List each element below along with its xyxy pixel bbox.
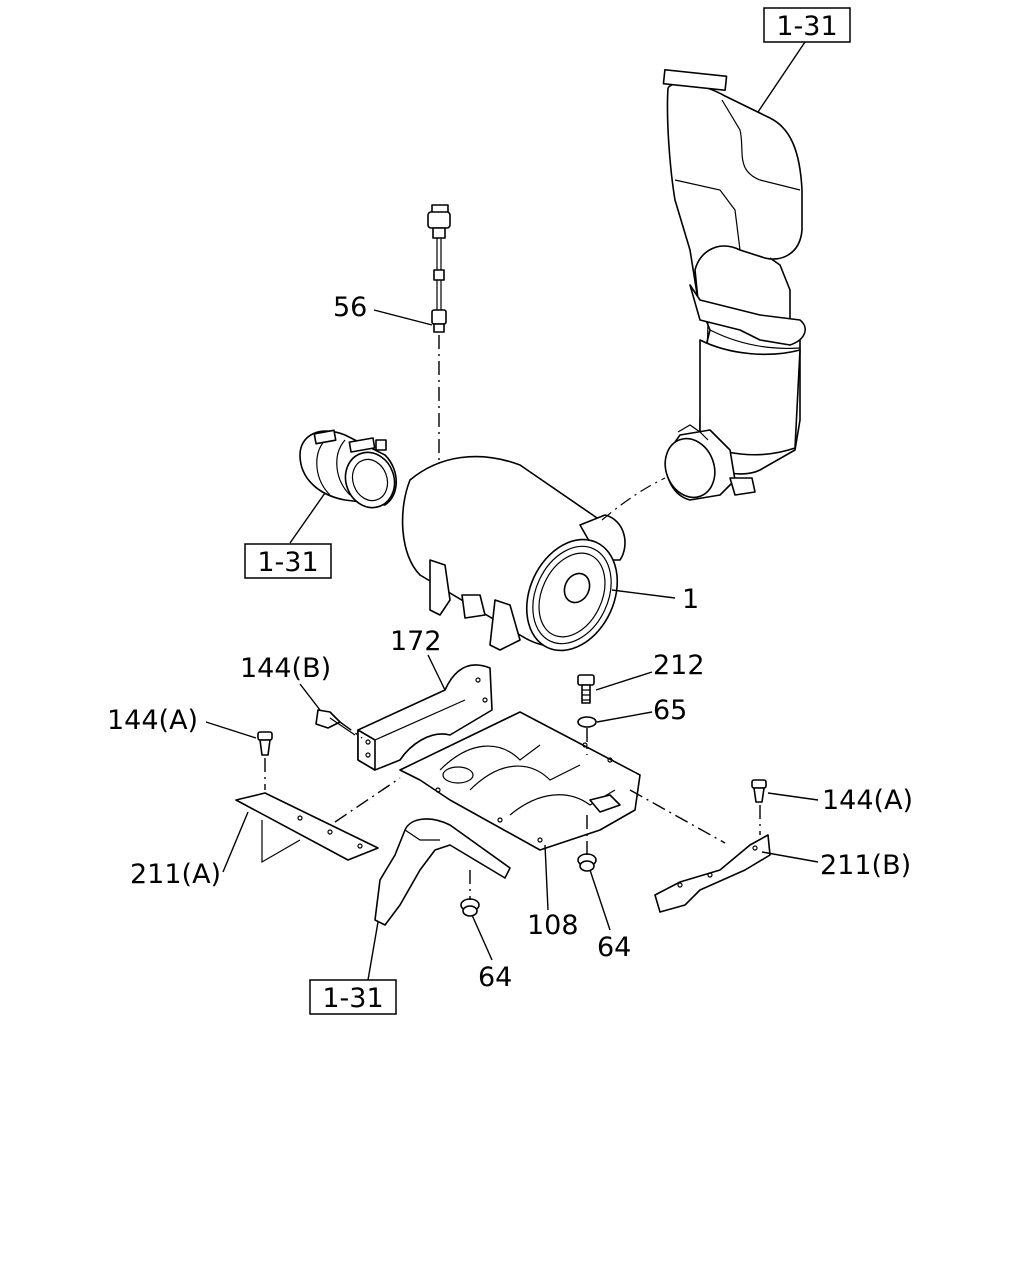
ref-box-bottom: 1-31 [309, 979, 397, 1015]
washer-65 [577, 716, 597, 728]
clip-144b [315, 709, 356, 736]
sensor-56 [427, 204, 451, 333]
ref-box-left: 1-31 [244, 543, 332, 579]
label-211b: 211(B) [820, 850, 911, 881]
bolt-212 [577, 674, 595, 704]
dash-144b [339, 721, 363, 739]
duct-bottom [374, 818, 511, 926]
hose-clamp-left [299, 429, 397, 509]
label-65: 65 [653, 695, 687, 726]
dash-211a [334, 777, 401, 823]
svg-text:1-31: 1-31 [257, 547, 318, 578]
plate-211b [654, 834, 771, 913]
label-144a-left: 144(A) [107, 705, 198, 736]
ref-box-top: 1-31 [763, 7, 851, 43]
tray-108 [399, 711, 641, 851]
label-108: 108 [527, 910, 579, 941]
label-172: 172 [390, 626, 442, 657]
label-64-bottom: 64 [478, 962, 512, 993]
intake-duct [662, 68, 806, 501]
leader-lines [205, 41, 819, 981]
label-144b: 144(B) [240, 653, 331, 684]
dash-211b [629, 789, 726, 844]
clip-144a-left [257, 731, 273, 756]
label-56: 56 [333, 292, 367, 323]
svg-text:1-31: 1-31 [776, 11, 837, 42]
label-212: 212 [653, 650, 705, 681]
clip-144a-right [751, 779, 767, 803]
air-cleaner-1 [401, 455, 666, 652]
nut-64-mid [577, 853, 597, 872]
svg-text:1-31: 1-31 [322, 983, 383, 1014]
label-64-mid: 64 [597, 932, 631, 963]
label-211a: 211(A) [130, 859, 221, 890]
label-1: 1 [682, 584, 699, 615]
bracket-172 [357, 664, 493, 771]
nut-64-bottom [460, 898, 480, 917]
plate-211a [235, 792, 379, 864]
label-144a-right: 144(A) [822, 785, 913, 816]
